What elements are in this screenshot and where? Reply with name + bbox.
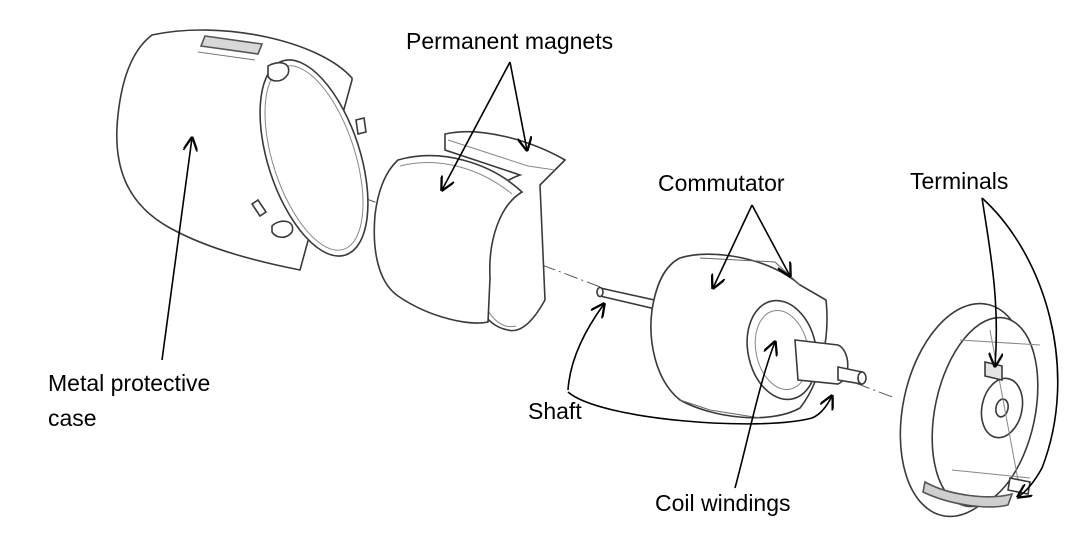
label-terminals: Terminals bbox=[910, 168, 1009, 194]
end-cap-terminals bbox=[899, 302, 1041, 518]
arrow-commutator-rear bbox=[751, 204, 790, 276]
label-shaft: Shaft bbox=[528, 398, 582, 424]
arrow-magnets-front bbox=[442, 61, 511, 190]
arrow-commutator-front bbox=[713, 204, 753, 288]
arrow-shaft-right bbox=[567, 391, 832, 425]
arrow-magnets-rear bbox=[509, 61, 527, 150]
rotor-assembly bbox=[596, 253, 867, 419]
arrow-coil-windings bbox=[734, 342, 775, 489]
arrow-terminals-1 bbox=[981, 197, 996, 366]
label-commutator: Commutator bbox=[658, 170, 785, 196]
permanent-magnets bbox=[373, 130, 567, 332]
arrow-shaft-left bbox=[567, 304, 604, 391]
arrow-terminals-2 bbox=[981, 197, 1059, 497]
label-case-line2: case bbox=[48, 405, 97, 431]
arrow-case bbox=[161, 138, 192, 361]
label-coil-windings: Coil windings bbox=[655, 490, 791, 516]
leader-arrows bbox=[161, 61, 1059, 497]
metal-protective-case bbox=[116, 29, 369, 271]
label-permanent-magnets: Permanent magnets bbox=[406, 28, 614, 54]
label-metal-protective-case: Metal protective case bbox=[48, 366, 210, 436]
label-case-line1: Metal protective bbox=[48, 370, 211, 396]
